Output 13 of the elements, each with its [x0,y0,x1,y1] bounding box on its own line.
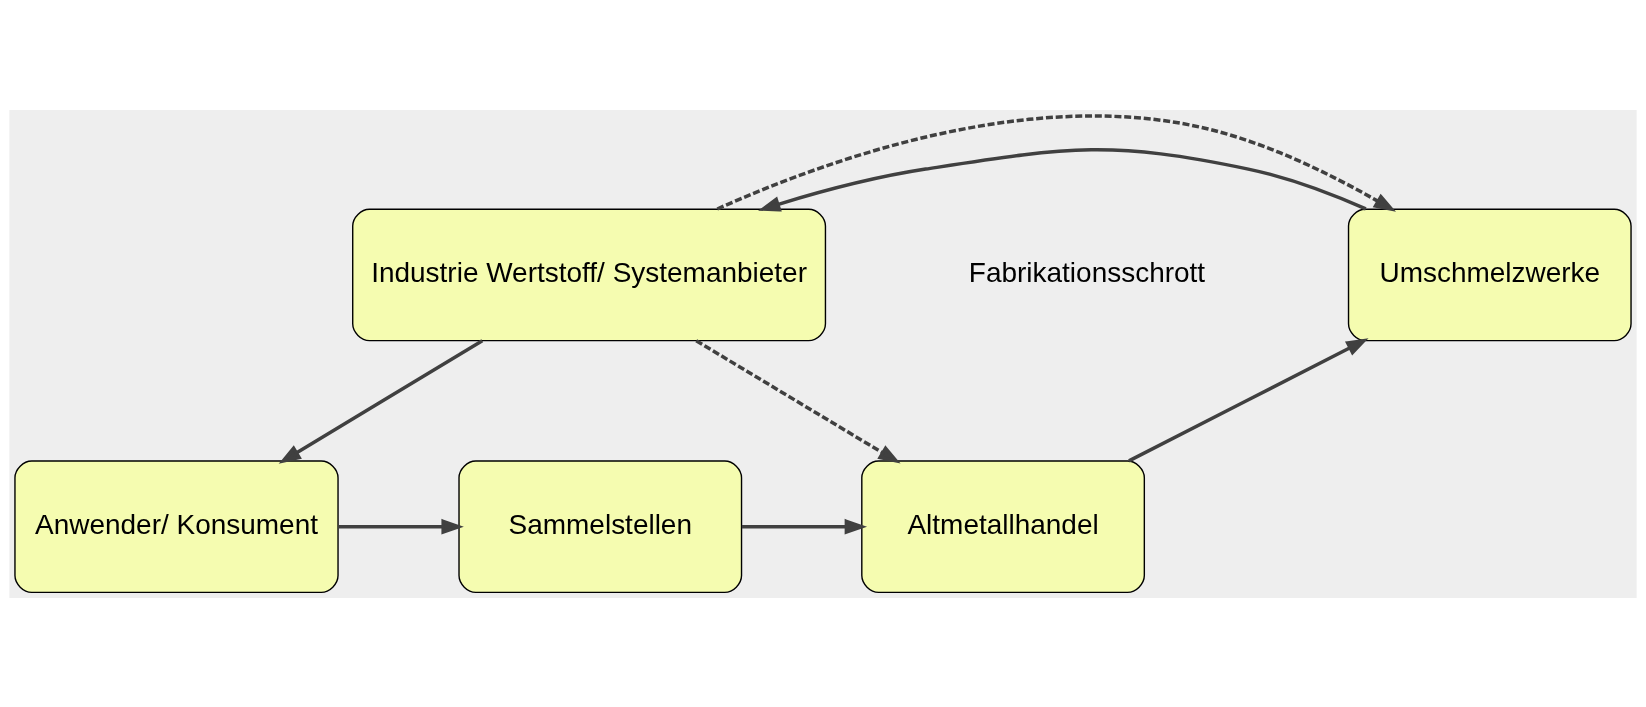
arrow [716,114,1397,212]
arrow [278,338,484,464]
node-box: Altmetallhandel [861,459,1146,593]
node-box: Umschmelzwerke [1347,208,1632,341]
arrow [741,518,868,535]
label: Fabrikationsschrott [968,256,1206,288]
arrow [338,518,464,535]
node-box: Sammelstellen [458,459,743,593]
arrow [695,338,901,464]
arrow [1128,337,1369,462]
arrow [758,147,1367,211]
node-box: Anwender/ Konsument [14,459,339,593]
node-box: Industrie Wertstoff/ Systemanbieter [352,208,827,341]
